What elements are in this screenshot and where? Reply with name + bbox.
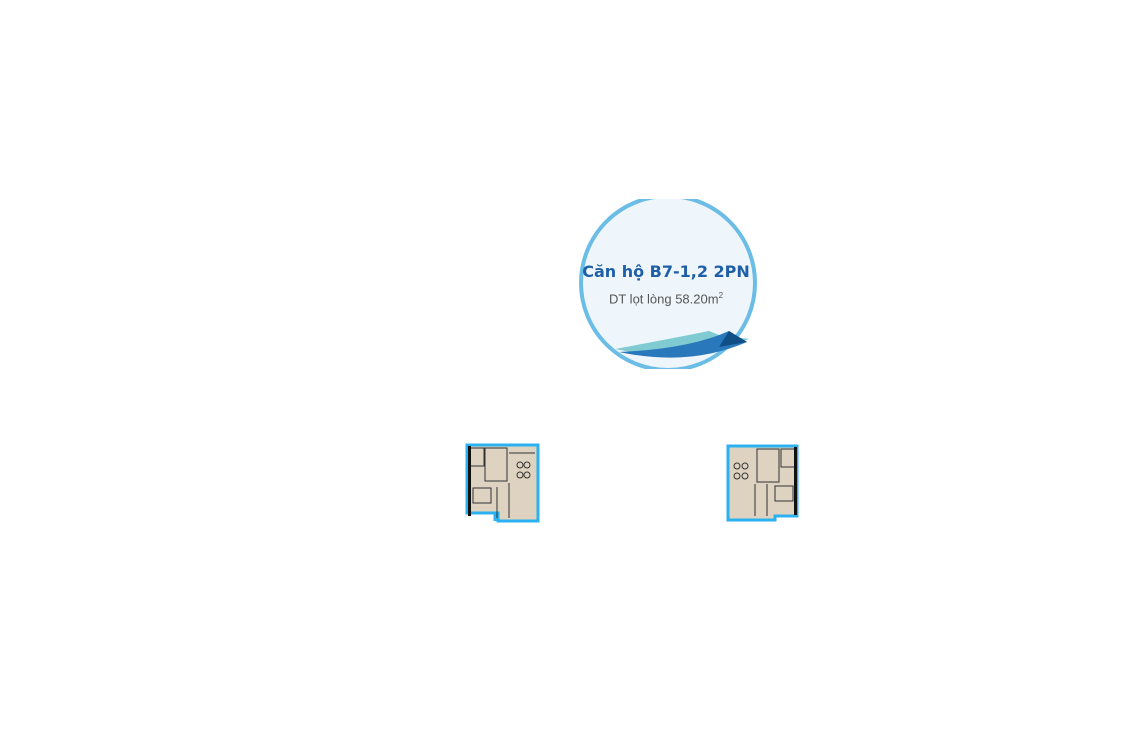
floorplan-thumbnail-left[interactable] (465, 443, 541, 525)
unit-title: Căn hộ B7-1,2 2PN (582, 262, 750, 281)
badge-circle-icon (579, 199, 757, 369)
unit-area: DT lọt lòng 58.20m2 (579, 291, 753, 306)
area-text: DT lọt lòng 58.20m (608, 291, 719, 307)
floorplan-thumbnail-right[interactable] (725, 444, 801, 524)
area-sup: 2 (718, 291, 724, 300)
unit-info-badge: Căn hộ B7-1,2 2PN DT lọt lòng 58.20m2 (579, 199, 757, 369)
